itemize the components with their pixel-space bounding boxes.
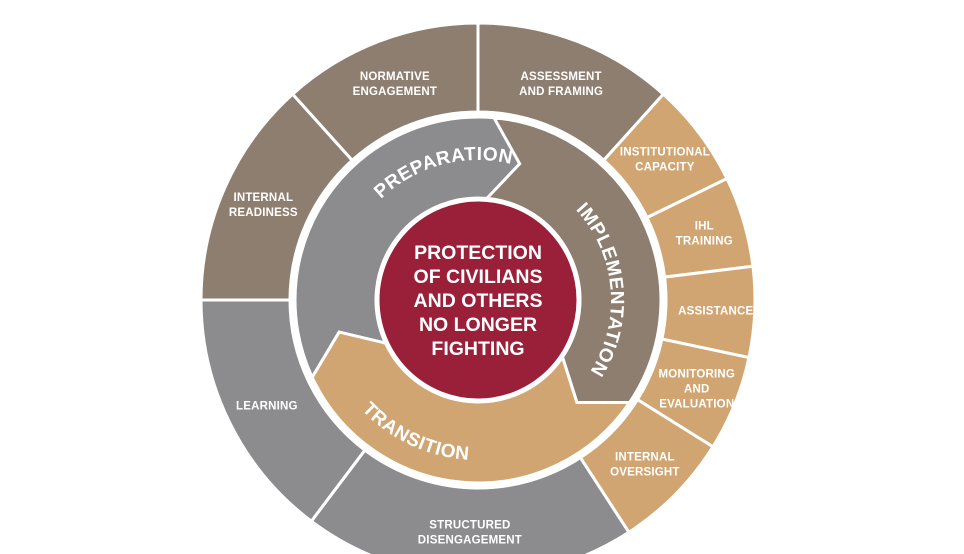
segment-label-line: INTERNAL (615, 452, 675, 464)
segment-label-line: ASSESSMENT (521, 71, 602, 83)
segment-label-line: AND FRAMING (519, 86, 603, 98)
segment-label-line: NORMATIVE (360, 71, 430, 83)
segment-label-normative-engagement: NORMATIVE ENGAGEMENT (353, 71, 437, 98)
segment-label-line: ASSISTANCE (678, 305, 753, 317)
segment-label-institutional-capacity: INSTITUTIONAL CAPACITY (620, 147, 710, 174)
segment-label-line: CAPACITY (635, 162, 695, 174)
center-title-line: NO LONGER (419, 314, 537, 336)
segment-label-assessment-and-framing: ASSESSMENT AND FRAMING (519, 71, 603, 98)
center-disc (376, 198, 580, 402)
segment-label-internal-oversight: INTERNAL OVERSIGHT (610, 452, 680, 479)
center-title-line: PROTECTION (414, 242, 542, 264)
segment-label-assistance: ASSISTANCE (678, 305, 753, 317)
segment-label-line: STRUCTURED (429, 519, 510, 531)
segment-label-line: ENGAGEMENT (353, 86, 437, 98)
center-title-line: AND OTHERS (414, 290, 543, 312)
segment-label-line: IHL (695, 220, 714, 232)
segment-label-line: READINESS (229, 207, 298, 219)
segment-label-line: DISENGAGEMENT (418, 534, 522, 546)
center-title-line: FIGHTING (431, 338, 524, 360)
center-title-line: OF CIVILIANS (414, 266, 543, 288)
segment-label-line: OVERSIGHT (610, 467, 680, 479)
segment-label-line: LEARNING (236, 400, 298, 412)
segment-label-line: INTERNAL (233, 192, 293, 204)
segment-label-structured-disengagement: STRUCTURED DISENGAGEMENT (418, 519, 522, 546)
segment-learning (199, 298, 367, 524)
segment-label-internal-readiness: INTERNAL READINESS (229, 192, 298, 219)
segment-label-line: EVALUATION (659, 398, 734, 410)
phase-band-implementation (310, 330, 633, 485)
segment-label-line: TRAINING (676, 235, 733, 247)
outer-ring: INTERNAL READINESS NORMATIVE ENGAGEMENT ASSE… (199, 21, 757, 554)
segment-label-line: AND (684, 383, 710, 395)
segment-label-line: INSTITUTIONAL (620, 147, 710, 159)
segment-label-line: MONITORING (659, 368, 736, 380)
segment-label-learning: LEARNING (236, 400, 298, 412)
segment-label-monitoring-and-evaluation: MONITORING AND EVALUATION (659, 368, 736, 410)
phase-band-preparation (483, 115, 663, 405)
segment-label-ihl-training: IHL TRAINING (676, 220, 733, 247)
